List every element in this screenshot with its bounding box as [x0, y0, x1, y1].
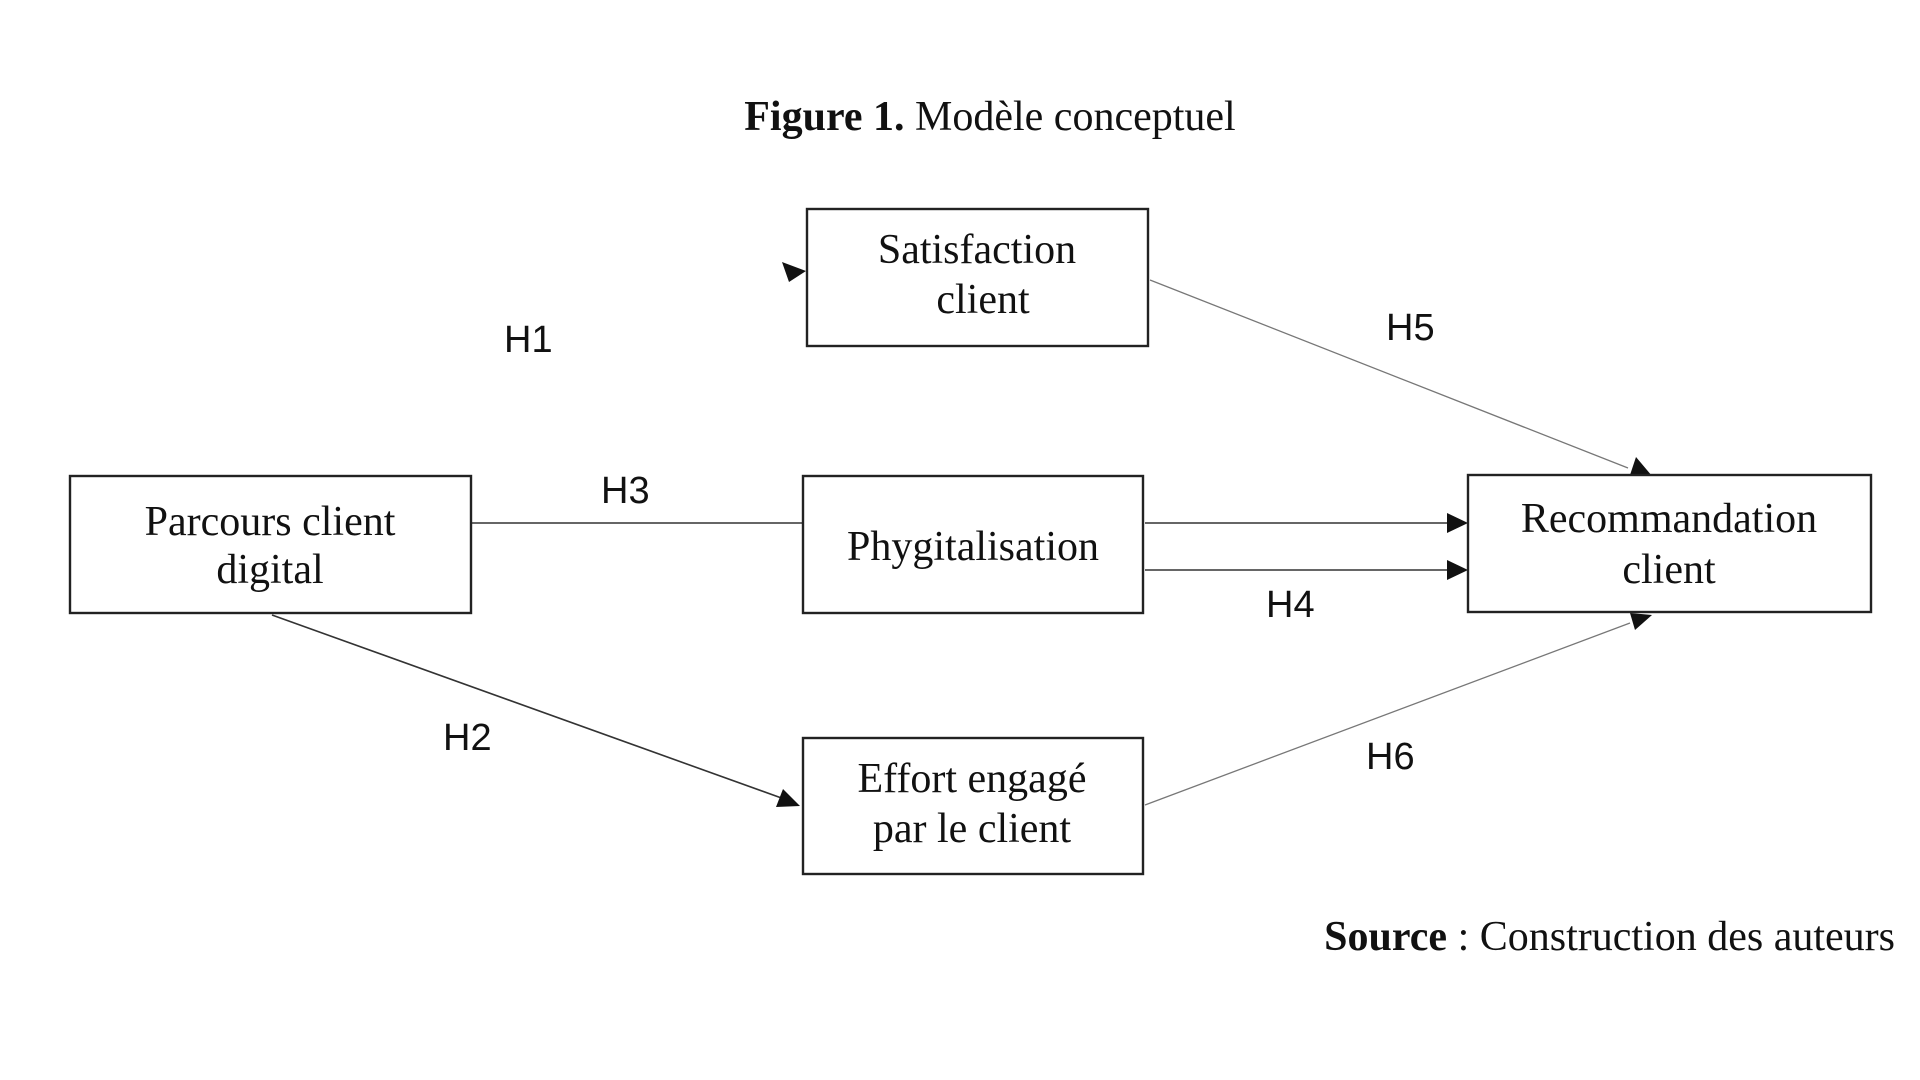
hypothesis-label-h2: H2	[443, 717, 492, 759]
hypothesis-label-h3: H3	[601, 470, 650, 512]
arrowhead-phyg-upper	[1447, 513, 1468, 533]
edge-h5-satisfaction-recommandation	[1149, 279, 1629, 469]
figure-caption: Modèle conceptuel	[905, 94, 1236, 140]
hypothesis-label-h6: H6	[1366, 736, 1415, 778]
source-text: : Construction des auteurs	[1447, 914, 1895, 960]
box-recommandation-client: Recommandation client	[1466, 473, 1873, 614]
arrowhead-h2	[776, 789, 800, 807]
box-parcours-line-2: digital	[216, 547, 323, 593]
box-parcours-client-digital: Parcours client digital	[68, 474, 473, 615]
box-satisfaction-line-2: client	[936, 277, 1030, 323]
box-recommandation-line-2: client	[1622, 547, 1716, 593]
edge-h2-parcours-effort	[271, 614, 788, 801]
figure-label: Figure 1.	[744, 94, 904, 140]
arrowhead-h6	[1630, 613, 1652, 630]
figure-title: Figure 1. Modèle conceptuel	[744, 94, 1235, 140]
box-phygitalisation: Phygitalisation	[801, 474, 1145, 615]
source-label: Source	[1324, 914, 1447, 960]
box-satisfaction-line-1: Satisfaction	[878, 227, 1076, 273]
box-effort-line-2: par le client	[873, 806, 1072, 852]
box-satisfaction-client: Satisfaction client	[805, 207, 1150, 348]
hypothesis-label-h4: H4	[1266, 584, 1315, 626]
figure-source: Source : Construction des auteurs	[1324, 914, 1895, 960]
arrowhead-h5	[1630, 457, 1652, 476]
edge-h6-effort-recommandation	[1144, 622, 1631, 806]
arrowhead-h4	[1447, 560, 1468, 580]
hypothesis-label-h1: H1	[504, 319, 553, 361]
box-phygitalisation-line-1: Phygitalisation	[847, 524, 1099, 570]
box-effort-line-1: Effort engagé	[858, 756, 1087, 802]
box-parcours-line-1: Parcours client	[145, 499, 396, 545]
box-effort-engage: Effort engagé par le client	[801, 736, 1145, 876]
box-recommandation-line-1: Recommandation	[1521, 496, 1817, 542]
hypothesis-label-h5: H5	[1386, 307, 1435, 349]
arrowhead-h1	[782, 262, 806, 282]
